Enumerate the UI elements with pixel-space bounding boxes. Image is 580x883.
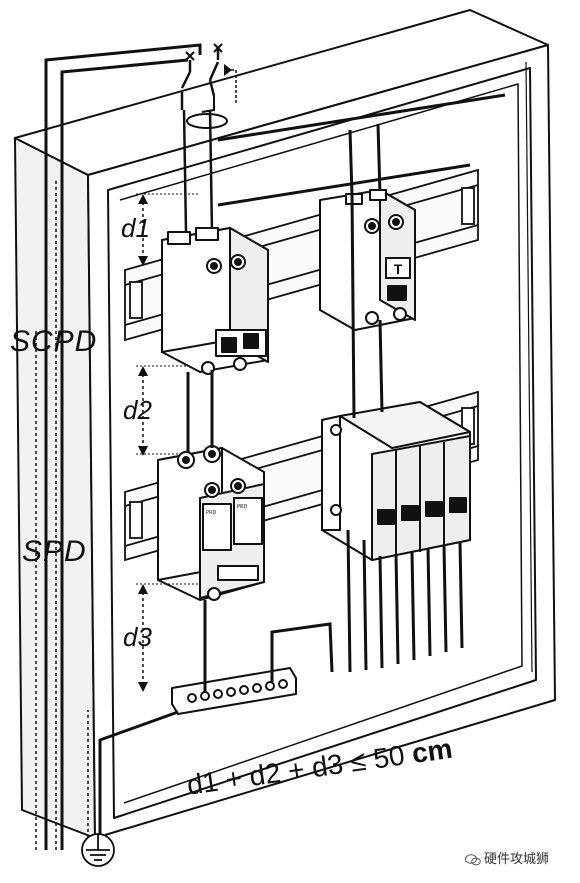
distribution-breakers [321,401,471,561]
spd-module-label-b: PRD [237,504,247,510]
watermark: 硬件攻城狮 [465,848,549,867]
supply-wire-1 [44,43,202,850]
d2-label: d2 [123,395,152,425]
spd-label: SPD [22,535,87,568]
cabinet-side-panel [14,137,96,839]
spd-device [157,445,265,601]
dimension-arrows [136,193,200,692]
wechat-icon [465,853,481,865]
scpd-spd-wires [186,370,214,452]
supply-wire-2 [60,58,189,850]
main-switch [180,43,237,233]
spd-module-label-a: PRD [206,510,216,516]
cabinet-inner-edge [119,83,523,804]
supply-conductors [35,43,202,850]
ground-symbol [81,833,115,867]
rcd-breaker [319,189,416,331]
formula-unit: cm [409,732,455,770]
rcd-distribution-wires [350,194,384,419]
current-transformer [186,113,228,129]
watermark-text: 硬件攻城狮 [484,852,550,867]
d1-label: d1 [121,213,150,243]
outgoing-circuits [346,529,464,673]
busbar-lines [217,93,506,207]
scpd-label: SCPD [10,325,98,358]
cabinet-right-edge [525,61,533,673]
earth-bar [171,667,297,715]
rcd-test-letter: T [394,261,403,277]
scpd-breaker [161,227,269,375]
earth-wires [98,600,334,848]
d3-label: d3 [123,622,152,652]
